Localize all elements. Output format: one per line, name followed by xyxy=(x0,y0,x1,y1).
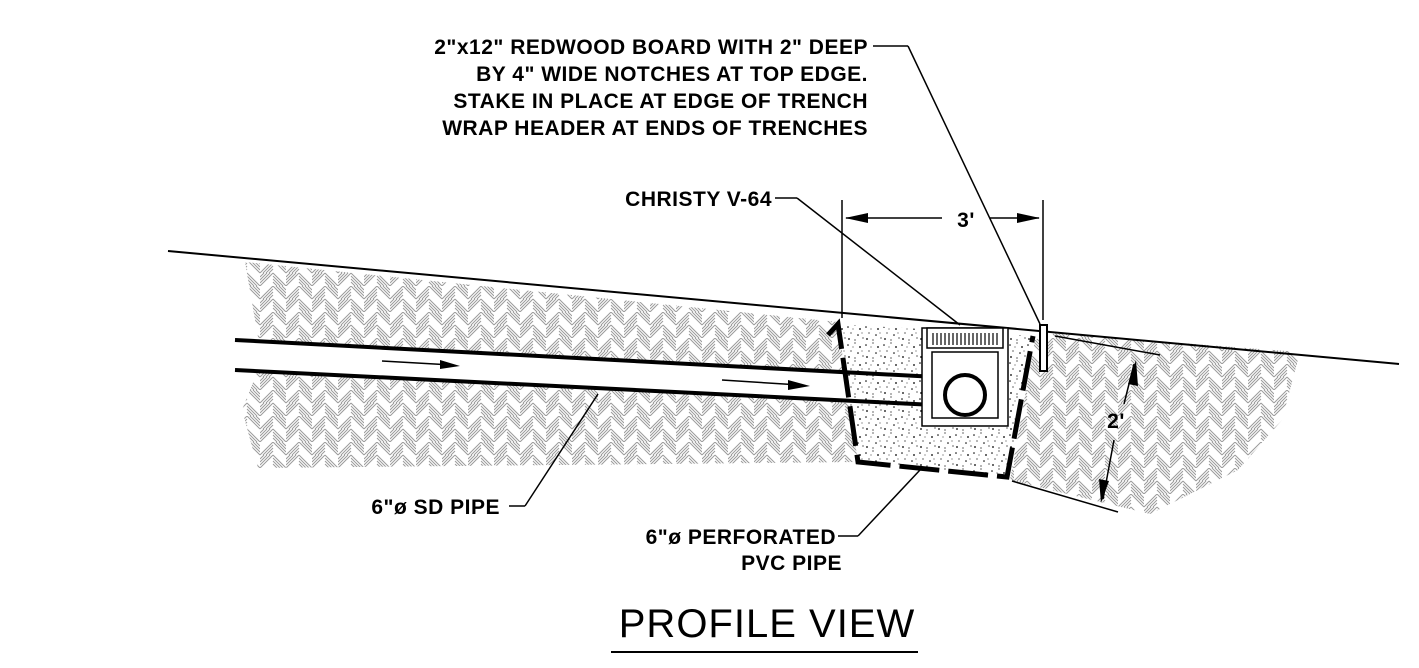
perforated-pipe xyxy=(943,373,987,417)
leader-perforated-pipe xyxy=(838,469,921,537)
sd-pipe-label: 6"ø SD PIPE xyxy=(371,496,500,519)
svg-text:PVC PIPE: PVC PIPE xyxy=(741,552,842,575)
redwood-board xyxy=(1039,324,1048,372)
svg-text:BY 4" WIDE NOTCHES AT TOP EDGE: BY 4" WIDE NOTCHES AT TOP EDGE. xyxy=(476,63,868,86)
flow-arrow-2 xyxy=(721,379,810,390)
svg-text:WRAP HEADER AT ENDS OF TRENCHE: WRAP HEADER AT ENDS OF TRENCHES xyxy=(442,117,868,140)
leader-christy xyxy=(775,197,961,326)
leader-sd-pipe xyxy=(509,393,599,507)
view-title: PROFILE VIEW xyxy=(619,602,916,646)
redwood-board-note: 2"x12" REDWOOD BOARD WITH 2" DEEP BY 4" … xyxy=(434,36,868,140)
leader-redwood-board xyxy=(873,45,1041,325)
dimension-2ft xyxy=(1011,335,1161,513)
dimension-3ft xyxy=(841,200,1044,320)
sd-pipe-top xyxy=(234,338,956,380)
ground-line xyxy=(167,250,1400,365)
dimension-2ft-label: 2' xyxy=(1107,410,1125,433)
trench-boundary xyxy=(826,318,1036,480)
christy-label: CHRISTY V-64 xyxy=(625,188,772,211)
svg-text:6"ø PERFORATED: 6"ø PERFORATED xyxy=(646,526,836,549)
sd-pipe-fill xyxy=(235,340,965,405)
svg-text:STAKE IN PLACE AT EDGE OF TREN: STAKE IN PLACE AT EDGE OF TRENCH xyxy=(453,90,868,113)
svg-text:2"x12" REDWOOD BOARD WITH 2" D: 2"x12" REDWOOD BOARD WITH 2" DEEP xyxy=(434,36,868,59)
perforated-pipe-note: 6"ø PERFORATED PVC PIPE xyxy=(646,526,842,575)
flow-arrow-1 xyxy=(381,360,460,369)
soil-hatch-right xyxy=(1010,333,1300,514)
sd-pipe-bottom xyxy=(234,368,956,408)
dimension-3ft-label: 3' xyxy=(957,209,975,232)
